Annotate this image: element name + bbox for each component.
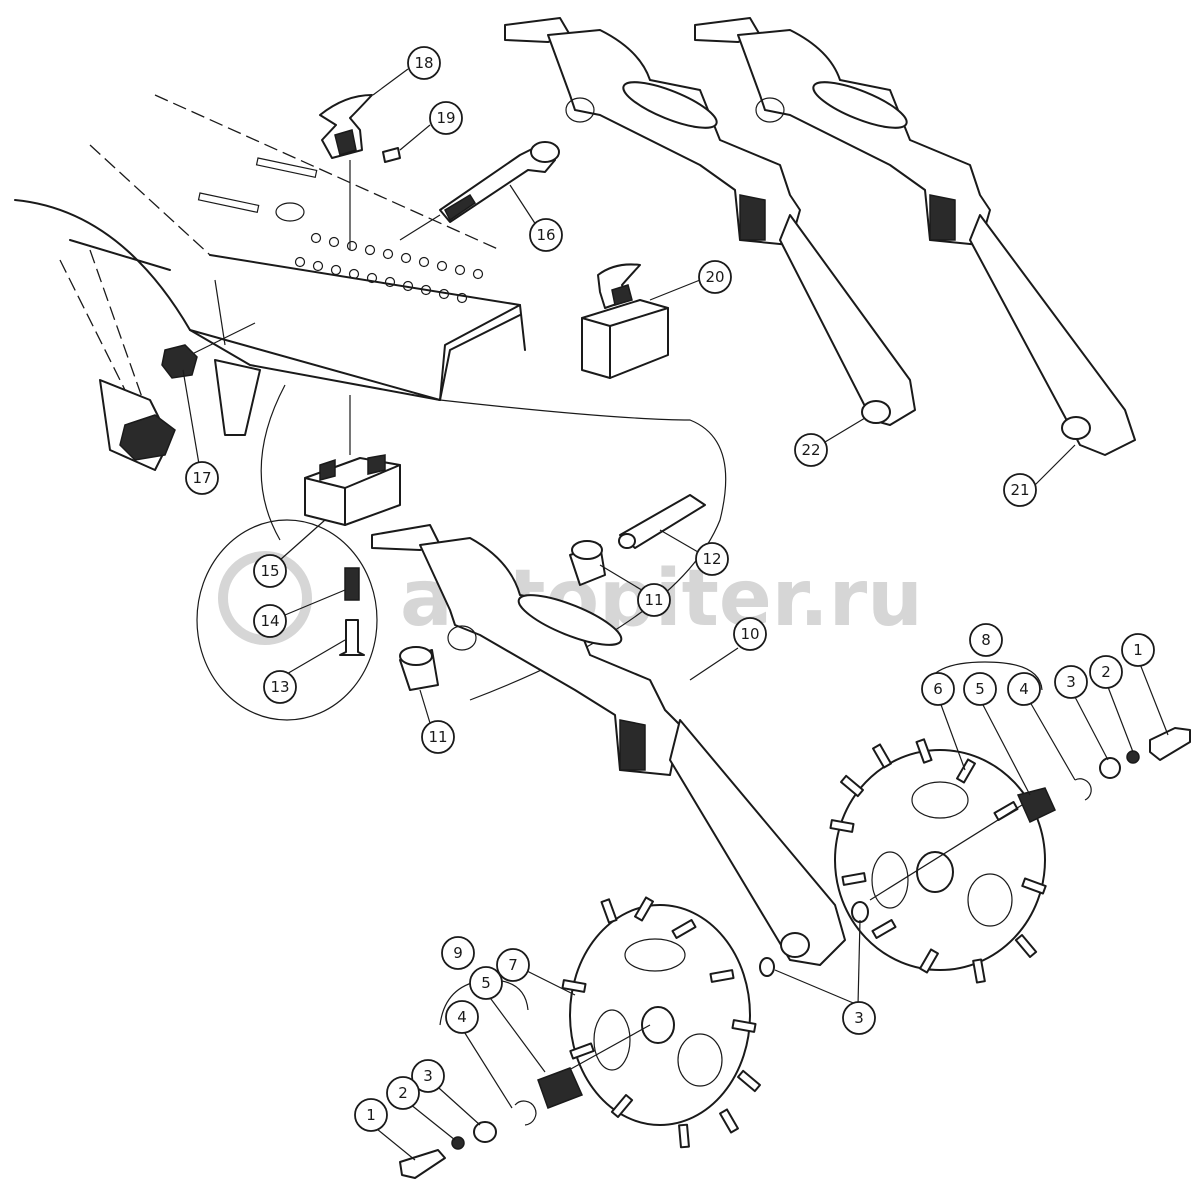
svg-text:6: 6 (933, 680, 943, 698)
svg-text:11: 11 (644, 591, 663, 609)
callout-18: 18 (407, 46, 441, 80)
star-wheel-upper (829, 738, 1047, 984)
svg-text:9: 9 (453, 944, 463, 962)
part-4-snap-ring-lower (514, 1100, 537, 1126)
frame-bracket (214, 359, 261, 436)
callout-20: 20 (698, 260, 732, 294)
part-2-lockwasher-upper (1126, 750, 1140, 764)
svg-text:22: 22 (801, 441, 820, 459)
svg-text:16: 16 (536, 226, 555, 244)
callout-4-upper: 4 (1007, 672, 1041, 706)
part-3-washer-lower (473, 1121, 497, 1143)
callout-8: 8 (969, 623, 1003, 657)
callout-15: 15 (253, 554, 287, 588)
callout-21: 21 (1003, 473, 1037, 507)
svg-text:11: 11 (428, 728, 447, 746)
hub-hardware-upper (759, 727, 1191, 977)
svg-text:3: 3 (854, 1009, 864, 1027)
part-1-bolt-lower (399, 1149, 446, 1179)
part-19-pin (382, 147, 401, 163)
upper-arm-2 (694, 17, 1136, 456)
svg-text:4: 4 (457, 1008, 467, 1026)
callout-14: 14 (253, 604, 287, 638)
svg-text:13: 13 (270, 678, 289, 696)
part-5-bearing-lower (537, 1067, 584, 1109)
callout-1-lower: 1 (354, 1098, 388, 1132)
callout-2-lower: 2 (386, 1076, 420, 1110)
part-1-bolt-upper (1149, 727, 1191, 761)
part-12-tube (618, 494, 706, 549)
part-20-latch-assembly (581, 263, 669, 379)
part-15-slide-block (196, 395, 401, 721)
main-frame (14, 94, 727, 701)
part-14-spring (344, 567, 360, 601)
part-10-lower-arm (371, 524, 846, 966)
callout-5-lower: 5 (469, 966, 503, 1000)
leader-lines (182, 68, 1169, 1161)
hex-nut-lower (119, 414, 176, 461)
callout-16: 16 (529, 218, 563, 252)
svg-text:1: 1 (1133, 641, 1143, 659)
svg-text:21: 21 (1010, 481, 1029, 499)
part-3-washer-upper (1099, 757, 1121, 779)
callout-3-upper: 3 (1054, 665, 1088, 699)
callout-1-upper: 1 (1121, 633, 1155, 667)
callout-13: 13 (263, 670, 297, 704)
svg-text:5: 5 (481, 974, 491, 992)
callout-3-arm: 3 (842, 1001, 876, 1035)
svg-text:8: 8 (981, 631, 991, 649)
svg-text:17: 17 (192, 469, 211, 487)
star-wheel-lower (561, 896, 761, 1149)
callout-7: 7 (496, 948, 530, 982)
svg-text:10: 10 (740, 625, 759, 643)
svg-text:19: 19 (436, 109, 455, 127)
star-wheel-lower-tines (561, 896, 761, 1149)
svg-text:5: 5 (975, 680, 985, 698)
svg-text:1: 1 (366, 1106, 376, 1124)
svg-text:14: 14 (260, 612, 279, 630)
part-17-flange-nut (161, 322, 256, 379)
callout-11-lower: 11 (421, 720, 455, 754)
callout-2-upper: 2 (1089, 655, 1123, 689)
part-5-bearing-upper (1016, 787, 1056, 824)
callout-19: 19 (429, 101, 463, 135)
beam-holes (197, 157, 484, 304)
svg-text:7: 7 (508, 956, 518, 974)
callout-12: 12 (695, 542, 729, 576)
svg-text:4: 4 (1019, 680, 1029, 698)
svg-text:2: 2 (398, 1084, 408, 1102)
part-11-bushing-upper (569, 540, 606, 586)
svg-text:3: 3 (423, 1067, 433, 1085)
hub-hardware-lower (399, 1024, 651, 1179)
upper-arm-1 (504, 17, 916, 426)
star-wheel-upper-tines (829, 738, 1047, 984)
callout-9: 9 (441, 936, 475, 970)
part-3-washer-mid (851, 901, 869, 923)
part-11-bushing-lower (399, 646, 439, 691)
part-3-washer-arm (759, 957, 775, 977)
callout-17: 17 (185, 461, 219, 495)
svg-text:15: 15 (260, 562, 279, 580)
part-16-bolt (399, 141, 560, 241)
part-13-pin (339, 619, 365, 656)
callout-22: 22 (794, 433, 828, 467)
callout-5-upper: 5 (963, 672, 997, 706)
part-18-t-handle (319, 94, 373, 250)
svg-text:12: 12 (702, 550, 721, 568)
svg-text:2: 2 (1101, 663, 1111, 681)
callout-10: 10 (733, 617, 767, 651)
callout-3-lower: 3 (411, 1059, 445, 1093)
part-4-snap-ring-upper (1074, 778, 1092, 801)
callout-11-upper: 11 (637, 583, 671, 617)
callout-6-upper: 6 (921, 672, 955, 706)
svg-text:3: 3 (1066, 673, 1076, 691)
svg-text:20: 20 (705, 268, 724, 286)
callout-4-lower: 4 (445, 1000, 479, 1034)
svg-text:18: 18 (414, 54, 433, 72)
